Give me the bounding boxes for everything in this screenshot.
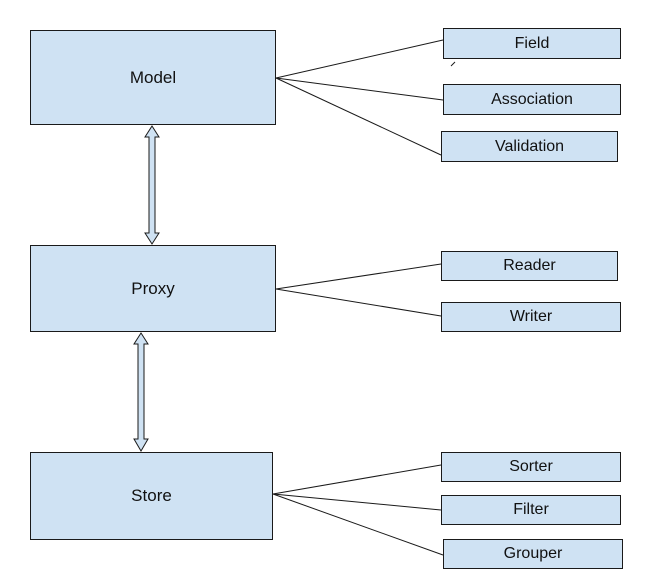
sorter-box: Sorter bbox=[441, 452, 621, 482]
proxy-box: Proxy bbox=[30, 245, 276, 332]
edge-store-grouper bbox=[272, 493, 444, 556]
store-box: Store bbox=[30, 452, 273, 540]
edge-store-sorter bbox=[272, 464, 442, 495]
double-arrow-model-proxy bbox=[144, 125, 160, 245]
reader-label: Reader bbox=[503, 257, 556, 274]
edge-proxy-reader bbox=[275, 263, 442, 290]
filter-label: Filter bbox=[513, 501, 549, 518]
filter-box: Filter bbox=[441, 495, 621, 525]
sorter-label: Sorter bbox=[509, 458, 553, 475]
double-arrow-proxy-store bbox=[133, 332, 149, 452]
edge-model-validation bbox=[275, 77, 442, 156]
grouper-label: Grouper bbox=[503, 545, 563, 562]
model-box: Model bbox=[30, 30, 276, 125]
association-box: Association bbox=[443, 84, 621, 115]
field-label: Field bbox=[514, 34, 550, 52]
writer-box: Writer bbox=[441, 302, 621, 332]
association-label: Association bbox=[491, 90, 573, 108]
edge-model-field bbox=[275, 39, 444, 79]
model-label: Model bbox=[129, 67, 177, 87]
grouper-box: Grouper bbox=[443, 539, 623, 569]
validation-label: Validation bbox=[494, 137, 565, 155]
edge-stray-mark bbox=[450, 61, 456, 67]
edge-model-association bbox=[275, 77, 444, 101]
validation-box: Validation bbox=[441, 131, 618, 162]
edge-proxy-writer bbox=[275, 288, 442, 317]
store-label: Store bbox=[131, 486, 172, 505]
reader-box: Reader bbox=[441, 251, 618, 281]
field-box: Field bbox=[443, 28, 621, 59]
writer-label: Writer bbox=[509, 308, 553, 325]
edge-store-filter bbox=[272, 493, 442, 511]
proxy-label: Proxy bbox=[131, 278, 175, 298]
